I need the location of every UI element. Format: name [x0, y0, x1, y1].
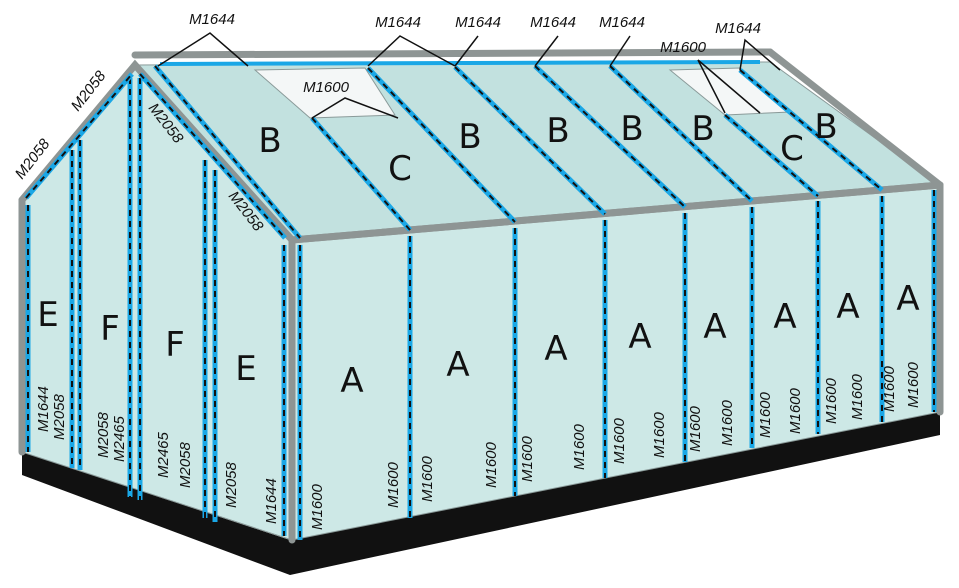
ridge-label-4: M1644 [530, 14, 576, 31]
pointer-lines [157, 32, 781, 119]
roof-panel-label-4: B [546, 111, 569, 151]
side-panel-label-5: A [703, 307, 726, 347]
roof-panel-label-1: B [258, 121, 281, 161]
side-panel-label-3: A [544, 329, 567, 369]
roof-end-rafter [766, 48, 944, 189]
side-bars [297, 190, 937, 540]
side-bottom-label-15: M1600 [881, 365, 898, 412]
gable-bars [25, 78, 287, 536]
ridge-label-3: M1644 [455, 14, 501, 31]
ridge-label-6: M1644 [715, 20, 761, 37]
roof-panel-label-6: B [691, 109, 714, 149]
ridge-label-5: M1644 [599, 14, 645, 31]
greenhouse-base [22, 412, 940, 575]
side-panel-label-4: A [628, 317, 651, 357]
gable-right-slope-dash [139, 73, 286, 239]
ridge-glazing [159, 60, 761, 66]
gable-panel-label-1: E [37, 295, 58, 335]
side-panel-label-7: A [836, 287, 859, 327]
gable-bottom-label-6: M2058 [177, 441, 194, 488]
ridge-label-1: M1644 [189, 11, 235, 28]
roof-panel-label-2: C [388, 149, 412, 189]
side-bottom-label-9: M1600 [687, 405, 704, 452]
side-bottom-label-12: M1600 [787, 387, 804, 434]
gable-panel-label-2: F [100, 309, 120, 349]
side-bottom-label-1: M1600 [309, 483, 326, 530]
side-panel-label-1: A [340, 361, 363, 401]
roof-panel-label-5: B [620, 109, 643, 149]
gable-bottom-label-5: M2465 [155, 431, 172, 478]
side-panel-label-2: A [446, 345, 469, 385]
side-bottom-label-13: M1600 [823, 377, 840, 424]
gable-bottom-label-8: M1644 [263, 478, 280, 524]
side-bottom-label-11: M1600 [757, 391, 774, 438]
side-bottom-label-10: M1600 [719, 399, 736, 446]
side-panel-label-6: A [773, 297, 796, 337]
ridge-bar [131, 48, 774, 59]
roof-panel-label-3: B [458, 117, 481, 157]
side-bottom-label-2: M1600 [385, 461, 402, 508]
gable-bottom-label-7: M2058 [223, 461, 240, 508]
side-bottom-label-4: M1600 [483, 441, 500, 488]
gable-panel-label-3: F [165, 325, 185, 365]
gable-bottom-label-3: M2058 [95, 411, 112, 458]
eave-bar [288, 181, 944, 244]
gable-bottom-label-4: M2465 [111, 415, 128, 462]
side-bottom-label-3: M1600 [419, 455, 436, 502]
side-bottom-label-8: M1600 [651, 411, 668, 458]
gable-bottom-label-2: M2058 [51, 393, 68, 440]
side-panel-label-8: A [896, 279, 919, 319]
side-bottom-label-7: M1600 [611, 417, 628, 464]
roof-vent-left [253, 67, 396, 119]
roof-vent-label-left: M1600 [303, 79, 350, 96]
roof-vent-label-right: M1600 [660, 39, 707, 56]
roof-panel-label-8: B [814, 107, 837, 147]
roof-rafters [153, 64, 884, 240]
gable-bottom-label-1: M1644 [35, 386, 52, 432]
side-bottom-label-5: M1600 [519, 435, 536, 482]
side-bottom-label-16: M1600 [905, 361, 922, 408]
side-bottom-label-14: M1600 [849, 373, 866, 420]
gable-panel-label-4: E [235, 349, 256, 389]
roof-panel-label-7: C [780, 129, 804, 169]
side-bottom-label-6: M1600 [571, 423, 588, 470]
gable-left-slope-dash [25, 73, 133, 199]
ridge-label-2: M1644 [375, 14, 421, 31]
